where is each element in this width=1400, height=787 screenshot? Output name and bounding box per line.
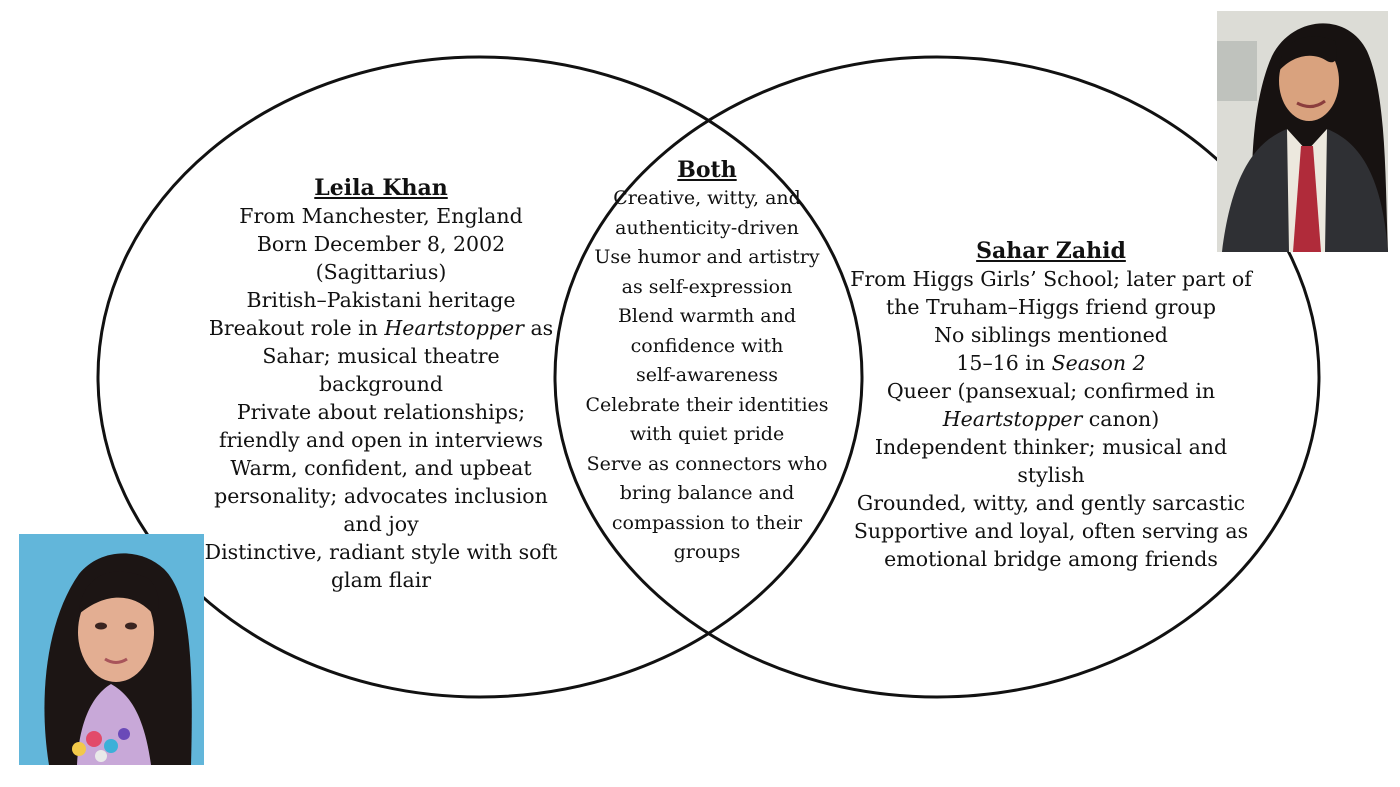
sahar-heading: Sahar Zahid (976, 238, 1126, 264)
leila-line: friendly and open in interviews (219, 428, 543, 452)
sahar-line: Grounded, witty, and gently sarcastic (856, 491, 1246, 515)
leila-line: From Manchester, England (239, 204, 523, 228)
sahar-line: Queer (pansexual; confirmed in (886, 379, 1216, 403)
leila-heading: Leila Khan (314, 175, 448, 201)
leila-line: Private about relationships; (236, 400, 526, 424)
leila-line: glam flair (330, 568, 432, 592)
sahar-line: stylish (1017, 463, 1085, 487)
leila-line: Born December 8, 2002 (256, 232, 506, 256)
both-line: Use humor and artistry (594, 246, 820, 268)
leila-line: Distinctive, radiant style with soft (204, 540, 558, 564)
leila-line: Sahar; musical theatre (262, 344, 500, 368)
leila-khan-photo (19, 534, 204, 765)
leila-line: British–Pakistani heritage (246, 288, 516, 312)
sahar-line: emotional bridge among friends (884, 547, 1218, 571)
leila-line: background (318, 372, 444, 396)
sahar-line: No siblings mentioned (934, 323, 1168, 347)
leila-text-part: as (523, 316, 554, 340)
sahar-text-part: canon) (1082, 407, 1160, 431)
leila-line: personality; advocates inclusion (214, 484, 548, 508)
sahar-text-part: 15–16 in (956, 351, 1052, 375)
sahar-line: Heartstopper canon) (846, 405, 1256, 433)
both-line: self-awareness (635, 364, 779, 386)
right-circle (553, 55, 1321, 699)
sahar-line: Independent thinker; musical and (874, 435, 1228, 459)
leila-line: Breakout role in Heartstopper as (200, 314, 562, 342)
leila-title-italic: Heartstopper (384, 316, 524, 340)
both-line: compassion to their (611, 511, 803, 534)
both-line: Celebrate their identities (585, 393, 829, 416)
both-line: authenticity-driven (615, 216, 799, 239)
both-line: groups (673, 541, 741, 563)
both-line: Serve as connectors who (586, 452, 828, 475)
sahar-title-italic: Heartstopper (942, 407, 1083, 431)
leila-line: Warm, confident, and upbeat (230, 456, 532, 480)
sahar-line: 15–16 in Season 2 (846, 349, 1256, 377)
both-line: Creative, witty, and (613, 187, 801, 209)
sahar-line: From Higgs Girls’ School; later part of (850, 267, 1252, 291)
leila-text-part: Breakout role in (208, 316, 385, 340)
both-line: with quiet pride (629, 423, 785, 445)
sahar-line: the Truham–Higgs friend group (885, 295, 1217, 319)
both-line: bring balance and (619, 482, 795, 504)
both-line: Blend warmth and (617, 305, 797, 327)
leila-line: and joy (343, 512, 419, 536)
sahar-zahid-photo (1217, 11, 1388, 252)
both-line: confidence with (630, 334, 784, 357)
sahar-line: Supportive and loyal, often serving as (853, 519, 1249, 543)
leila-line: (Sagittarius) (315, 260, 447, 284)
left-circle (96, 55, 864, 699)
sahar-title-italic: Season 2 (1051, 351, 1146, 375)
both-line: as self-expression (621, 275, 793, 298)
both-heading: Both (677, 157, 737, 183)
